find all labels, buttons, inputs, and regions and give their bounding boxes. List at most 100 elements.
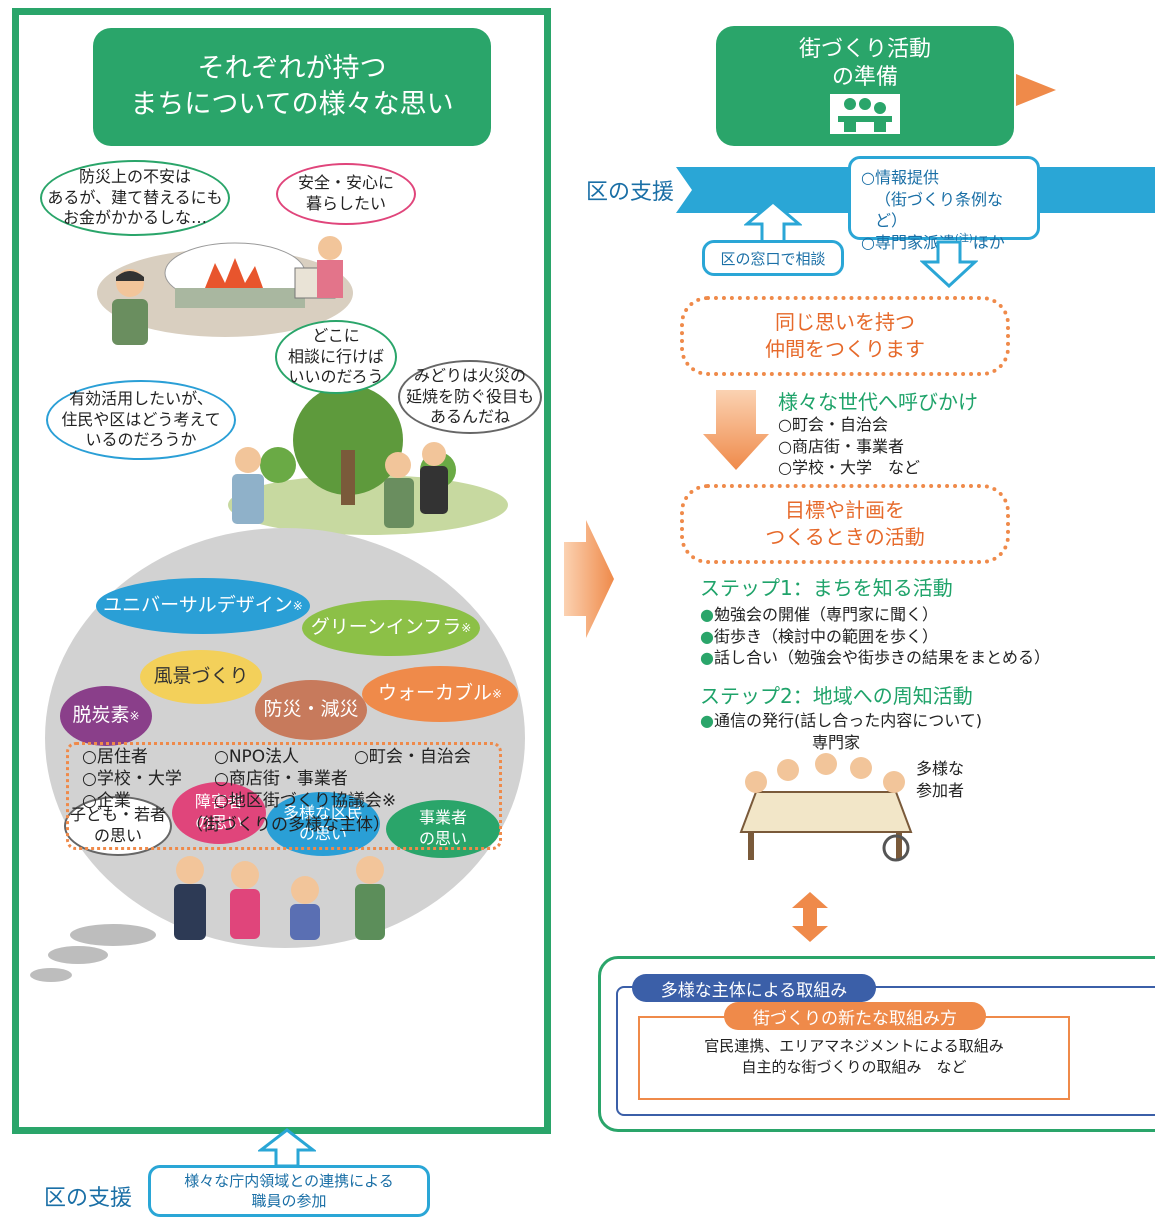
right-title-box: 街づくり活動 の準備: [716, 26, 1014, 146]
info-note: (注): [954, 233, 973, 245]
disabled-line2: の思い: [194, 813, 243, 832]
actor-shop: ○商店街・事業者: [214, 769, 348, 789]
thought-dot-1: [70, 924, 156, 946]
decarbonization-note: ※: [129, 708, 140, 723]
bubble3-line3: いいのだろう: [288, 367, 384, 387]
bottom-lines: 官民連携、エリアマネジメントによる取組み 自主的な街づくりの取組み など: [638, 1036, 1070, 1078]
down-orange-arrow: [703, 390, 769, 470]
actor-council: ○地区街づくり協議会※: [214, 791, 397, 811]
actor-npo: ○NPO法人: [214, 747, 300, 767]
updown-orange-arrow: [792, 892, 828, 942]
cloud-disaster: 防災・減災: [255, 680, 367, 740]
call-title: 様々な世代へ呼びかけ: [778, 390, 978, 414]
left-support-line1: 様々な庁内領域との連携による: [184, 1171, 394, 1190]
meeting-icon: [830, 94, 900, 135]
step-box-plan: 目標や計画を つくるときの活動: [680, 484, 1010, 564]
cloud-landscape: 風景づくり: [140, 650, 262, 704]
step2-item-1: 通信の発行(話し合った内容について): [713, 711, 982, 730]
step-box-friends: 同じ思いを持つ 仲間をつくります: [680, 296, 1010, 376]
step1-bullet-1: ●: [700, 605, 714, 624]
landscape-label: 風景づくり: [153, 665, 249, 688]
disaster-label: 防災・減災: [263, 698, 359, 721]
step2-list: ●通信の発行(話し合った内容について): [700, 710, 982, 732]
bubble3-line2: 相談に行けば: [287, 346, 384, 366]
actors-dotted-box: [66, 742, 502, 850]
bottom-navy-box: [616, 986, 1155, 1116]
bubble1-line1: 防災上の不安は: [78, 166, 191, 186]
residents-line1: 多様な区民: [282, 803, 363, 823]
left-title-line1: それぞれが持つ: [197, 52, 387, 84]
children-line2: の思い: [93, 826, 142, 845]
step1-item-2: 街歩き（検討中の範囲を歩く）: [713, 626, 938, 646]
middle-orange-arrow: [564, 520, 614, 638]
bubble4-line3: いるのだろうか: [85, 430, 197, 450]
man-worried-figure: [112, 269, 148, 345]
bubble1-line2: あるが、建て替えるにも: [47, 187, 223, 207]
residents-line2: の思い: [298, 824, 347, 843]
info-line1: ○情報提供: [861, 168, 939, 187]
bubble1-line3: お金がかかるしな…: [62, 208, 207, 228]
business-line2: の思い: [418, 829, 467, 848]
park-tree-illustration: [228, 385, 508, 535]
bottom-green-box: [598, 956, 1155, 1132]
left-support-label: 区の支援: [44, 1186, 133, 1211]
up-arrow-left: [258, 1128, 316, 1168]
left-title-box: それぞれが持つ まちについての様々な思い: [93, 28, 491, 146]
children-line1: 子ども・若者: [69, 805, 166, 825]
consult-box: 区の窓口で相談: [702, 240, 844, 276]
left-support-line2: 職員の参加: [251, 1192, 327, 1210]
call-list: ○町会・自治会 ○商店街・事業者 ○学校・大学 など: [778, 414, 920, 479]
bubble-effective-use: 有効活用したいが、 住民や区はどう考えて いるのだろうか: [46, 380, 236, 460]
bubble4-line2: 住民や区はどう考えて: [61, 409, 221, 429]
actor-resident: ○居住者: [82, 747, 148, 767]
info-line2: （街づくり条例など）: [875, 189, 1004, 231]
voice-children: 子ども・若者 の思い: [64, 796, 172, 856]
left-title-line2: まちについての様々な思い: [130, 89, 454, 120]
left-support-box: 様々な庁内領域との連携による 職員の参加: [148, 1165, 430, 1217]
right-support-label: 区の支援: [586, 180, 675, 205]
step1-item-1: 勉強会の開催（専門家に聞く）: [713, 605, 938, 624]
green-infra-label: グリーンインフラ: [310, 616, 462, 639]
info-support-box: ○情報提供 （街づくり条例など） ○専門家派遣(注)ほか: [848, 156, 1040, 252]
info-hoka: ほか: [972, 232, 1005, 252]
bubble5-line3: あるんだね: [429, 407, 510, 427]
bubble-fire-anxiety: 防災上の不安は あるが、建て替えるにも お金がかかるしな…: [40, 160, 230, 236]
up-arrow-consult: [744, 200, 802, 244]
call-item-1: ○町会・自治会: [778, 415, 888, 434]
disabled-line1: 障害者: [194, 792, 243, 812]
step-box2-line1: 目標や計画を: [785, 498, 905, 522]
business-line1: 事業者: [418, 808, 467, 828]
thought-dot-2: [48, 946, 108, 964]
expert-label: 専門家: [812, 733, 861, 752]
town-fire-illustration: [97, 236, 353, 337]
bottom-inner-title: 街づくりの新たな取組み方: [724, 1002, 986, 1030]
cloud-universal-design: ユニバーサルデザイン※: [96, 578, 310, 634]
bubble2-line1: 安全・安心に: [297, 173, 394, 193]
actors-text: ○居住者 ○NPO法人 ○町会・自治会 ○学校・大学 ○商店街・事業者 ○企業 …: [66, 742, 502, 850]
participants-line2: 参加者: [916, 780, 965, 800]
participants-line1: 多様な: [916, 759, 965, 778]
step1-bullet-2: ●: [700, 626, 714, 646]
universal-label: ユニバーサルデザイン: [103, 594, 293, 617]
bottom-line-2: 自主的な街づくりの取組み など: [741, 1058, 967, 1076]
call-item-2: ○商店街・事業者: [778, 436, 904, 456]
participants-label: 多様な 参加者: [916, 758, 964, 801]
walkable-label: ウォーカブル: [377, 682, 492, 705]
green-infra-note: ※: [461, 620, 472, 635]
bubble3-line1: どこに: [312, 325, 360, 345]
bottom-tab: 多様な主体による取組み: [632, 974, 876, 1002]
voice-residents: 多様な区民 の思い: [266, 792, 380, 856]
cloud-decarbonization: 脱炭素※: [60, 686, 152, 746]
step1-bullet-3: ●: [700, 648, 714, 668]
cloud-walkable: ウォーカブル※: [362, 666, 518, 722]
actors-caption: （街づくりの多様な主体）: [186, 815, 390, 835]
bubble5-line1: みどりは火災の: [413, 365, 526, 385]
bubble-safe-living: 安全・安心に 暮らしたい: [276, 163, 416, 225]
step-box2-line2: つくるときの活動: [765, 525, 925, 549]
right-triangle-arrow: [1016, 74, 1056, 106]
step1-list: ●勉強会の開催（専門家に聞く） ●街歩き（検討中の範囲を歩く） ●話し合い（勉強…: [700, 604, 1050, 669]
workshop-illustration: [739, 753, 913, 862]
right-title-line2: の準備: [831, 65, 898, 91]
actor-school: ○学校・大学: [82, 769, 182, 789]
bubble-green-fire: みどりは火災の 延焼を防ぐ役目も あるんだね: [398, 360, 542, 434]
